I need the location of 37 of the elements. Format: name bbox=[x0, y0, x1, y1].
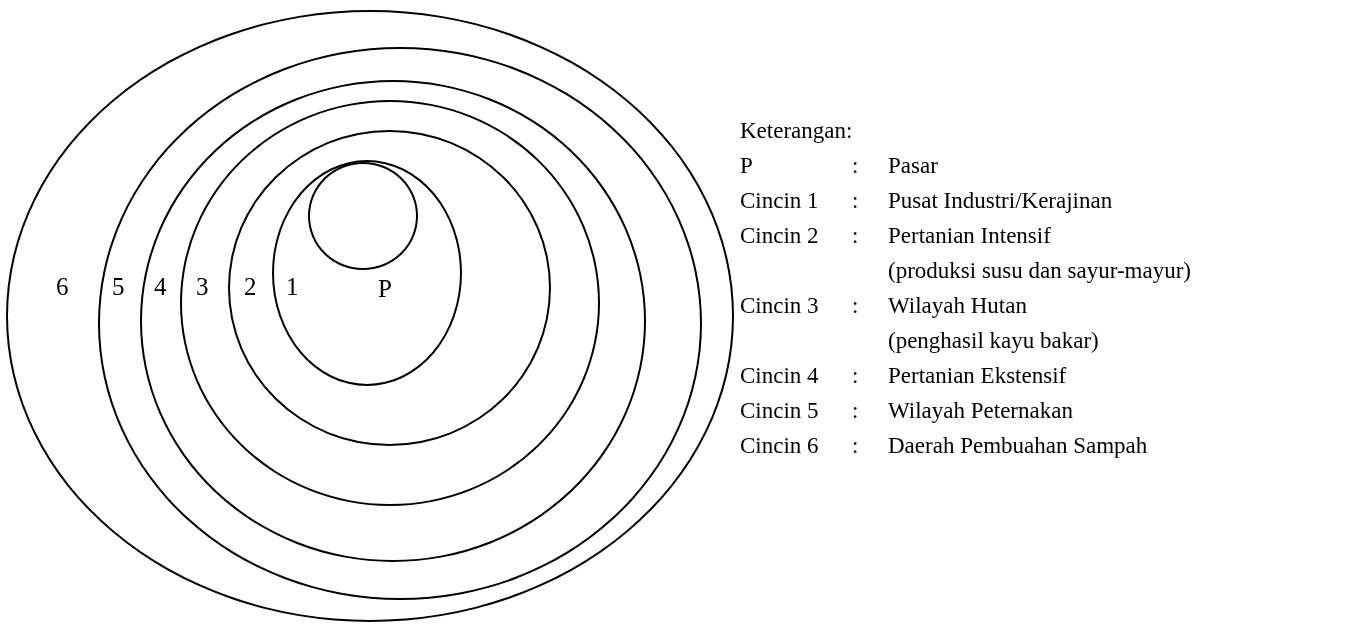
legend-text: Cincin 2 bbox=[740, 222, 820, 250]
legend-text: Pusat Industri/Kerajinan bbox=[888, 187, 1114, 215]
legend-heading: Keterangan: bbox=[740, 117, 854, 145]
legend-text: : bbox=[852, 222, 860, 250]
ring-number: 3 bbox=[196, 274, 209, 299]
legend-text: (penghasil kayu bakar) bbox=[888, 327, 1100, 355]
legend-text: P bbox=[740, 152, 754, 180]
legend-text: Pasar bbox=[888, 152, 939, 180]
ring-number: P bbox=[378, 276, 392, 301]
ring-number: 5 bbox=[112, 274, 125, 299]
legend-text: : bbox=[852, 187, 860, 215]
ring-number: 6 bbox=[56, 274, 69, 299]
ring-number: 2 bbox=[244, 274, 257, 299]
legend-text: : bbox=[852, 152, 860, 180]
legend-text: : bbox=[852, 292, 860, 320]
ring-ellipse bbox=[6, 10, 734, 622]
legend-text: Cincin 1 bbox=[740, 187, 820, 215]
ring-ellipse bbox=[228, 130, 551, 446]
ring-number: 1 bbox=[286, 274, 299, 299]
legend-text: Cincin 4 bbox=[740, 362, 820, 390]
legend-text: Pertanian Ekstensif bbox=[888, 362, 1068, 390]
legend-text: (produksi susu dan sayur-mayur) bbox=[888, 257, 1191, 285]
legend-text: Pertanian Intensif bbox=[888, 222, 1052, 250]
ring-ellipse bbox=[98, 47, 702, 600]
ring-ellipse bbox=[180, 100, 600, 506]
legend-text: Wilayah Peternakan bbox=[888, 397, 1074, 425]
legend-text: : bbox=[852, 432, 860, 460]
legend-text: Cincin 5 bbox=[740, 397, 820, 425]
ring-ellipse bbox=[272, 160, 462, 386]
legend-text: : bbox=[852, 397, 860, 425]
legend-text: Daerah Pembuahan Sampah bbox=[888, 432, 1149, 460]
ring-ellipse bbox=[140, 80, 646, 562]
legend-text: Cincin 6 bbox=[740, 432, 820, 460]
legend-text: : bbox=[852, 362, 860, 390]
ring-number: 4 bbox=[154, 274, 167, 299]
legend-text: Wilayah Hutan bbox=[888, 292, 1028, 320]
legend-text: Cincin 3 bbox=[740, 292, 820, 320]
